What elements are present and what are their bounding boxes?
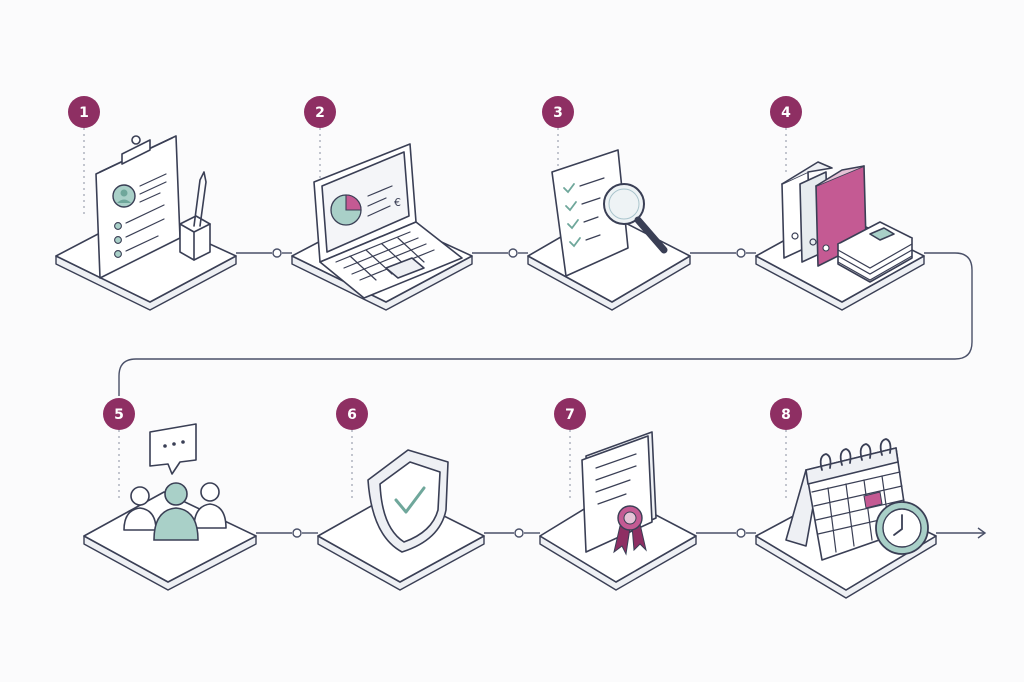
- step-number-3: 3: [553, 105, 563, 121]
- step-number-2: 2: [315, 105, 325, 121]
- currency-symbol: €: [394, 196, 401, 209]
- step-number-7: 7: [565, 407, 575, 423]
- step-badge-7: [554, 398, 586, 430]
- calendar-clock-icon: [785, 438, 929, 561]
- step-badge-1: [68, 96, 100, 128]
- step-badge-4: [770, 96, 802, 128]
- step-number-4: 4: [781, 105, 791, 121]
- platform-step-5: [83, 491, 257, 591]
- step-badge-2: [304, 96, 336, 128]
- certificate-ribbon-icon: [581, 431, 657, 556]
- step-number-8: 8: [781, 407, 791, 423]
- step-badges: 1 2 3 4 5 6 7 8: [68, 96, 802, 500]
- step-badge-8: [770, 398, 802, 430]
- step-badge-5: [103, 398, 135, 430]
- flow-connectors: [118, 248, 987, 539]
- clipboard-profile-icon: [95, 135, 211, 279]
- step-number-6: 6: [347, 407, 357, 423]
- team-discussion-icon: [123, 423, 227, 541]
- shield-check-icon: [367, 449, 449, 553]
- checklist-magnifier-icon: [551, 149, 668, 277]
- step-number-5: 5: [114, 407, 124, 423]
- step-badge-6: [336, 398, 368, 430]
- laptop-chart-icon: €: [313, 143, 463, 299]
- connector-4-5: [118, 252, 973, 396]
- step-badge-3: [542, 96, 574, 128]
- step-number-1: 1: [79, 105, 89, 121]
- binders-documents-icon: [781, 161, 913, 283]
